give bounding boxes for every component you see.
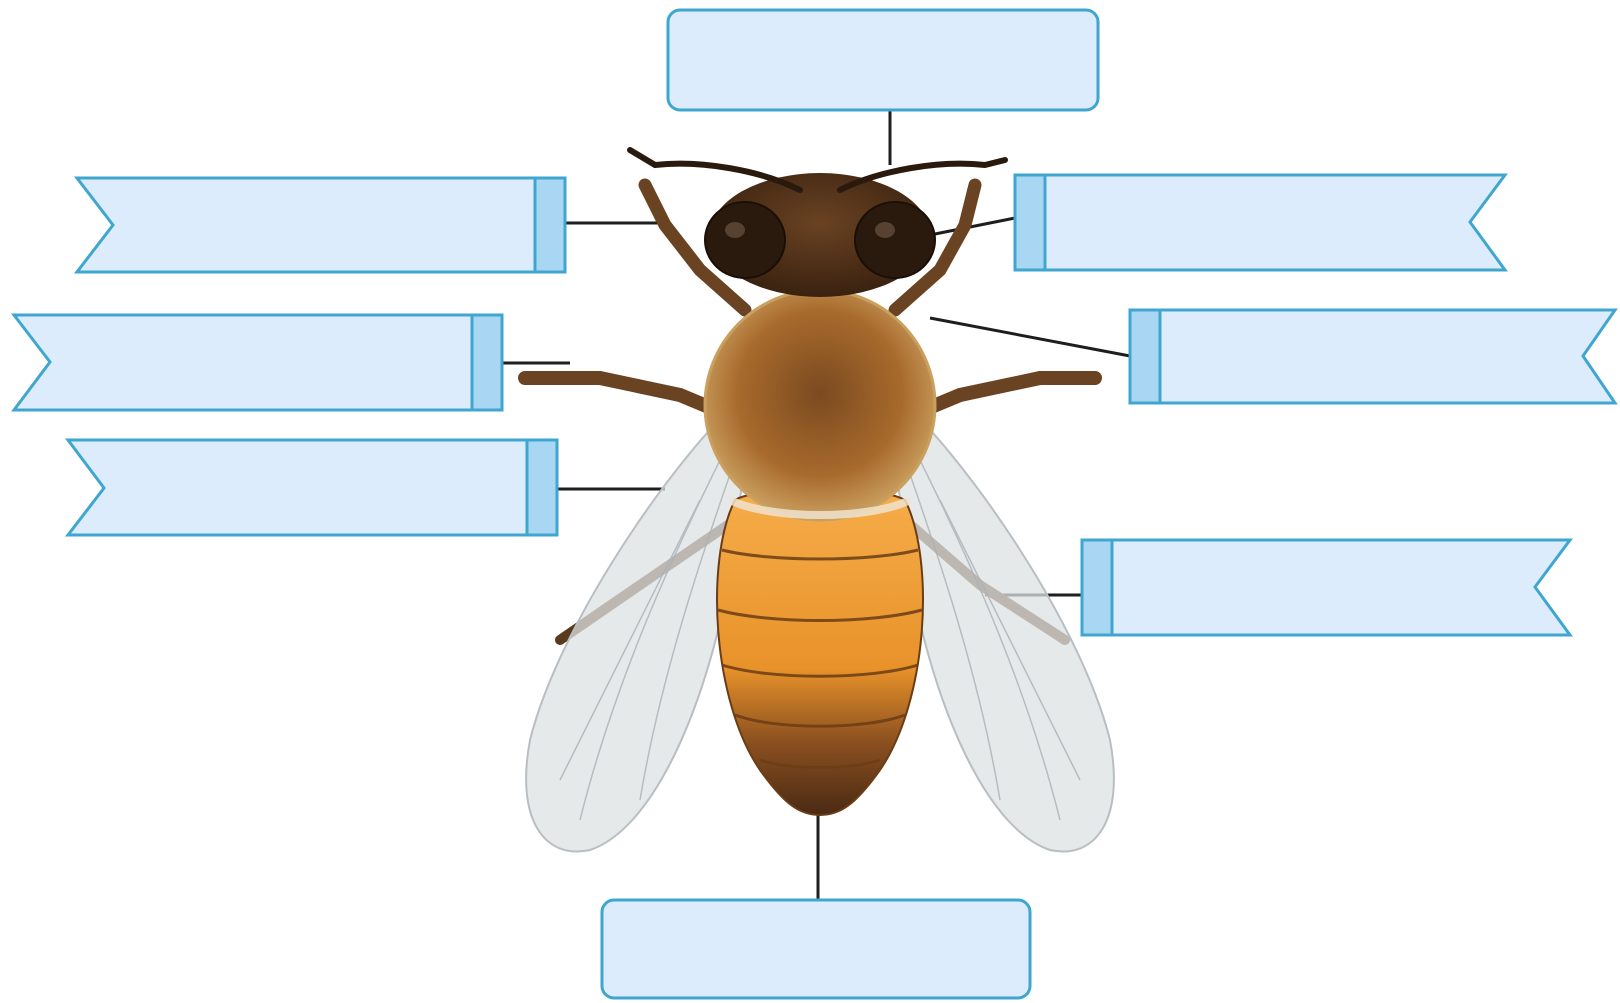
label-banner-upper-right[interactable]	[1015, 175, 1505, 270]
label-box-bottom[interactable]	[602, 900, 1030, 998]
right-compound-eye	[855, 202, 935, 278]
label-banner-middle-left[interactable]	[14, 315, 502, 410]
label-box-top[interactable]	[668, 10, 1098, 110]
bee-abdomen	[717, 489, 923, 815]
left-compound-eye	[705, 202, 785, 278]
label-banner-middle-right[interactable]	[1130, 310, 1615, 403]
bee-head	[705, 173, 935, 297]
label-banner-lower-right[interactable]	[1082, 540, 1570, 635]
label-banner-upper-left[interactable]	[77, 178, 565, 272]
left-wing	[526, 395, 746, 852]
label-banner-lower-left[interactable]	[68, 440, 557, 535]
leader-line-middle-right	[930, 318, 1130, 356]
bee-thorax	[705, 290, 935, 520]
